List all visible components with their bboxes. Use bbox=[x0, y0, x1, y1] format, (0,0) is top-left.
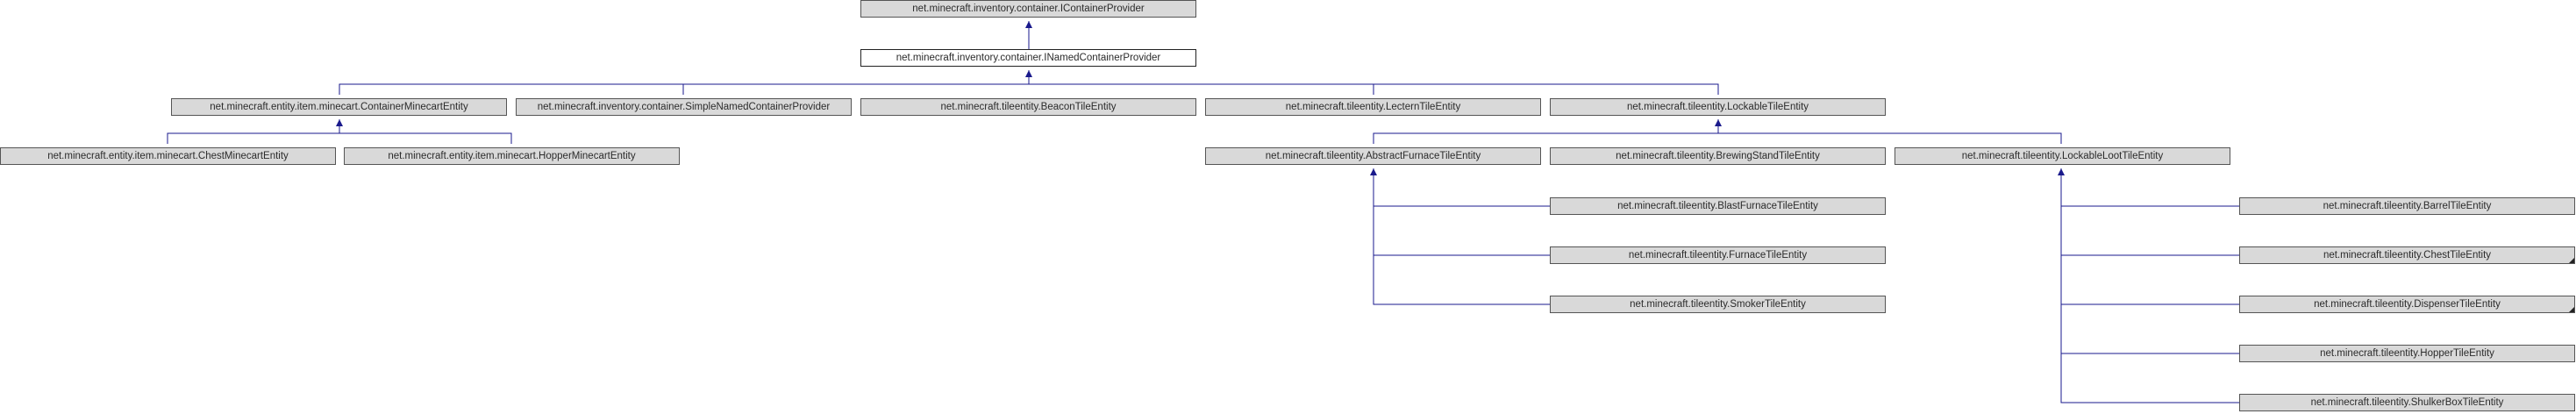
edge-loot-to-lockableloot bbox=[2060, 168, 2241, 403]
node-inamedcontainerprovider[interactable]: net.minecraft.inventory.container.INamed… bbox=[860, 49, 1196, 67]
node-lockableloottileentity[interactable]: net.minecraft.tileentity.LockableLootTil… bbox=[1895, 147, 2230, 165]
arrowhead-icontainerprovider bbox=[1025, 21, 1032, 28]
arrowhead-lockableloot bbox=[2058, 168, 2065, 175]
node-icontainerprovider[interactable]: net.minecraft.inventory.container.IConta… bbox=[860, 0, 1196, 18]
node-containerminecartentity[interactable]: net.minecraft.entity.item.minecart.Conta… bbox=[171, 98, 507, 116]
node-furnacetileentity[interactable]: net.minecraft.tileentity.FurnaceTileEnti… bbox=[1550, 246, 1886, 264]
node-brewingstandtileentity[interactable]: net.minecraft.tileentity.BrewingStandTil… bbox=[1550, 147, 1886, 165]
node-smokertileentity[interactable]: net.minecraft.tileentity.SmokerTileEntit… bbox=[1550, 296, 1886, 313]
arrowhead-containerminecart bbox=[336, 119, 343, 126]
node-abstractfurnacetileentity[interactable]: net.minecraft.tileentity.AbstractFurnace… bbox=[1205, 147, 1541, 165]
edge-level2-to-inamed bbox=[339, 70, 1719, 95]
node-hopperminecartentity[interactable]: net.minecraft.entity.item.minecart.Hoppe… bbox=[344, 147, 680, 165]
node-blastfurnacetileentity[interactable]: net.minecraft.tileentity.BlastFurnaceTil… bbox=[1550, 197, 1886, 215]
node-barreltileentity[interactable]: net.minecraft.tileentity.BarrelTileEntit… bbox=[2239, 197, 2575, 215]
node-chesttileentity[interactable]: net.minecraft.tileentity.ChestTileEntity bbox=[2239, 246, 2575, 264]
arrowhead-inamed bbox=[1025, 70, 1032, 77]
node-hoppertileentity[interactable]: net.minecraft.tileentity.HopperTileEntit… bbox=[2239, 345, 2575, 362]
arrowhead-abstractfurnace bbox=[1370, 168, 1377, 175]
node-chestminecartentity[interactable]: net.minecraft.entity.item.minecart.Chest… bbox=[0, 147, 336, 165]
node-shulkerboxtileentity[interactable]: net.minecraft.tileentity.ShulkerBoxTileE… bbox=[2239, 394, 2575, 411]
node-dispensertileentity[interactable]: net.minecraft.tileentity.DispenserTileEn… bbox=[2239, 296, 2575, 313]
node-lockabletileentity[interactable]: net.minecraft.tileentity.LockableTileEnt… bbox=[1550, 98, 1886, 116]
node-beacontileentity[interactable]: net.minecraft.tileentity.BeaconTileEntit… bbox=[860, 98, 1196, 116]
node-lecterntileentity[interactable]: net.minecraft.tileentity.LecternTileEnti… bbox=[1205, 98, 1541, 116]
edge-furnaces-to-abstractfurnace bbox=[1373, 168, 1552, 305]
arrowhead-lockable bbox=[1715, 119, 1722, 126]
node-simplenamedcontainerprovider[interactable]: net.minecraft.inventory.container.Simple… bbox=[516, 98, 852, 116]
